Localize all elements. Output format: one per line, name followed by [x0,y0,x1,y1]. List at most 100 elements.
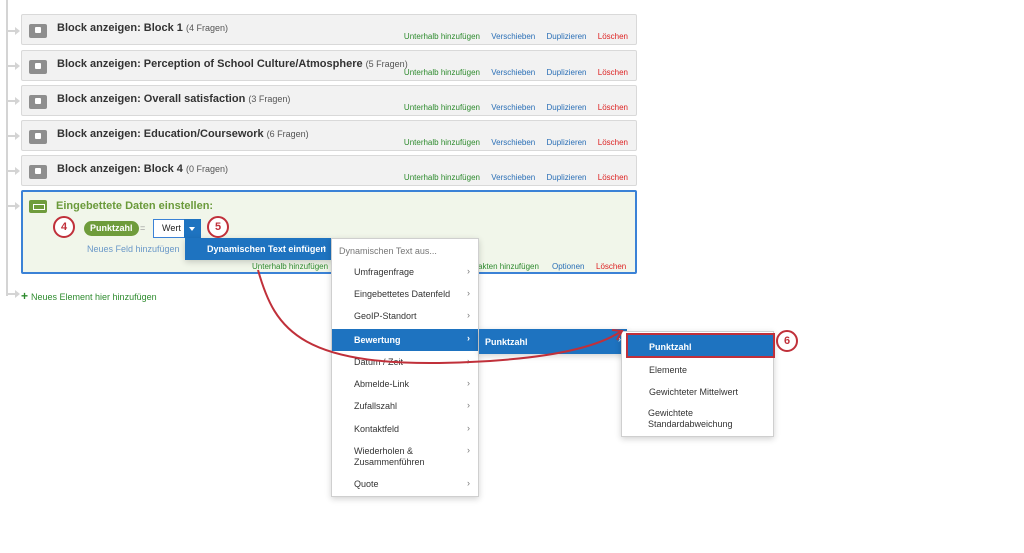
add-contacts-link[interactable]: akten hinzufügen [478,262,539,271]
block-row[interactable]: Block anzeigen: Education/Coursework (6 … [21,120,637,151]
menu-item-label: Gewichteter Mittelwert [649,387,739,397]
add-below-link[interactable]: Unterhalb hinzufügen [403,138,480,147]
dynamic-text-source-menu: Dynamischen Text aus... Umfragenfrage › … [331,238,479,497]
flow-line [6,0,8,296]
embedded-data-title: Eingebettete Daten einstellen: [56,200,214,212]
chevron-right-icon: › [323,242,326,252]
block-title: Block anzeigen: Overall satisfaction (3 … [57,93,291,105]
menu-item-label: Kontaktfeld [354,424,400,434]
duplicate-link[interactable]: Duplizieren [546,173,587,182]
menu-item-label: Abmelde-Link [354,379,410,389]
block-title: Block anzeigen: Education/Coursework (6 … [57,128,309,140]
flow-arrow [6,27,20,35]
menu-item-weighted-mean[interactable]: Gewichteter Mittelwert [622,387,773,401]
block-icon [29,95,47,109]
menu-item-random-number[interactable]: Zufallszahl › [332,400,478,417]
block-actions: Unterhalb hinzufügen Verschieben Duplizi… [395,32,628,41]
block-row[interactable]: Block anzeigen: Block 4 (0 Fragen) Unter… [21,155,637,186]
move-link[interactable]: Verschieben [491,32,536,41]
add-below-link[interactable]: Unterhalb hinzufügen [403,173,480,182]
field-name-pill[interactable]: Punktzahl [84,221,139,236]
duplicate-link[interactable]: Duplizieren [546,68,587,77]
chevron-right-icon: › [467,478,470,488]
duplicate-link[interactable]: Duplizieren [546,138,587,147]
move-link[interactable]: Verschieben [491,103,536,112]
flow-arrow [6,132,20,140]
block-icon [29,165,47,179]
menu-item-score[interactable]: Punktzahl [626,333,775,358]
score-fields-menu: Punktzahl Elemente Gewichteter Mittelwer… [621,331,775,437]
insert-dynamic-text-menu-item[interactable]: Dynamischen Text einfügen › [185,238,331,260]
menu-item-date-time[interactable]: Datum / Zeit › [332,356,478,373]
block-title: Block anzeigen: Perception of School Cul… [57,58,408,70]
add-below-link[interactable]: Unterhalb hinzufügen [403,68,480,77]
block-row[interactable]: Block anzeigen: Block 1 (4 Fragen) Unter… [21,14,637,45]
duplicate-link[interactable]: Duplizieren [546,103,587,112]
move-link[interactable]: Verschieben [491,138,536,147]
add-below-link[interactable]: Unterhalb hinzufügen [403,103,480,112]
flow-arrow [6,202,20,210]
block-actions: Unterhalb hinzufügen Verschieben Duplizi… [395,138,628,147]
value-dropdown-button[interactable] [184,219,201,238]
chevron-right-icon: › [467,423,470,433]
menu-item-label: Datum / Zeit [354,357,404,367]
block-icon [29,24,47,38]
plus-icon: + [21,289,29,303]
embedded-data-block[interactable]: Eingebettete Daten einstellen: Punktzahl… [21,190,637,274]
add-new-element-link[interactable]: +Neues Element hier hinzufügen [21,289,157,303]
menu-item-contact-field[interactable]: Kontaktfeld › [332,423,478,440]
embedded-data-icon [29,200,47,213]
insert-dynamic-text-label: Dynamischen Text einfügen [207,244,326,254]
move-link[interactable]: Verschieben [491,173,536,182]
add-new-element-label: Neues Element hier hinzufügen [31,292,157,302]
flow-arrow [6,290,20,298]
menu-item-quota[interactable]: Quote › [332,478,478,495]
menu-item-scoring[interactable]: Bewertung › [332,329,478,351]
menu-item-label: Gewichtete Standardabweichung [648,408,733,429]
delete-link[interactable]: Löschen [597,32,628,41]
duplicate-link[interactable]: Duplizieren [546,32,587,41]
step-badge-6: 6 [776,330,798,352]
delete-link[interactable]: Löschen [597,103,628,112]
equals-sign: = [140,223,146,233]
menu-item-survey-question[interactable]: Umfragenfrage › [332,266,478,283]
delete-link[interactable]: Löschen [597,173,628,182]
move-link[interactable]: Verschieben [491,68,536,77]
menu-item-label: Wiederholen & Zusammenführen [354,446,425,467]
block-actions: Unterhalb hinzufügen Verschieben Duplizi… [395,103,628,112]
scoring-category-menu-item[interactable]: Punktzahl › [479,329,627,354]
chevron-right-icon: › [467,333,470,343]
options-link[interactable]: Optionen [552,262,585,271]
block-row[interactable]: Block anzeigen: Overall satisfaction (3 … [21,85,637,116]
menu-item-label: Zufallszahl [354,401,398,411]
menu-item-weighted-std-dev[interactable]: Gewichtete Standardabweichung [622,408,773,434]
menu-item-label: Punktzahl [649,342,692,352]
chevron-right-icon: › [467,310,470,320]
block-title: Block anzeigen: Block 4 (0 Fragen) [57,163,229,175]
menu-item-embedded-field[interactable]: Eingebettetes Datenfeld › [332,288,478,305]
chevron-right-icon: › [467,400,470,410]
menu-item-unsubscribe-link[interactable]: Abmelde-Link › [332,378,478,395]
add-below-link[interactable]: Unterhalb hinzufügen [403,32,480,41]
step-badge-4: 4 [53,216,75,238]
flow-arrow [6,97,20,105]
menu-item-label: Quote [354,479,379,489]
flow-arrow [6,167,20,175]
add-below-link[interactable]: Unterhalb hinzufügen [252,262,329,271]
menu-item-geoip[interactable]: GeoIP-Standort › [332,310,478,327]
add-new-field-link[interactable]: Neues Feld hinzufügen [87,244,180,254]
menu-item-loop-merge[interactable]: Wiederholen & Zusammenführen › [332,445,478,472]
menu-header: Dynamischen Text aus... [339,246,437,256]
delete-link[interactable]: Löschen [596,262,627,271]
flow-arrow [6,62,20,70]
step-badge-5: 5 [207,216,229,238]
block-actions: Unterhalb hinzufügen Verschieben Duplizi… [395,173,628,182]
chevron-right-icon: › [467,445,470,455]
block-row[interactable]: Block anzeigen: Perception of School Cul… [21,50,637,81]
delete-link[interactable]: Löschen [597,138,628,147]
menu-item-label: Bewertung [354,335,401,345]
menu-item-label: Eingebettetes Datenfeld [354,289,451,299]
menu-item-elements[interactable]: Elemente [622,365,773,379]
menu-item-label: Umfragenfrage [354,267,415,277]
delete-link[interactable]: Löschen [597,68,628,77]
